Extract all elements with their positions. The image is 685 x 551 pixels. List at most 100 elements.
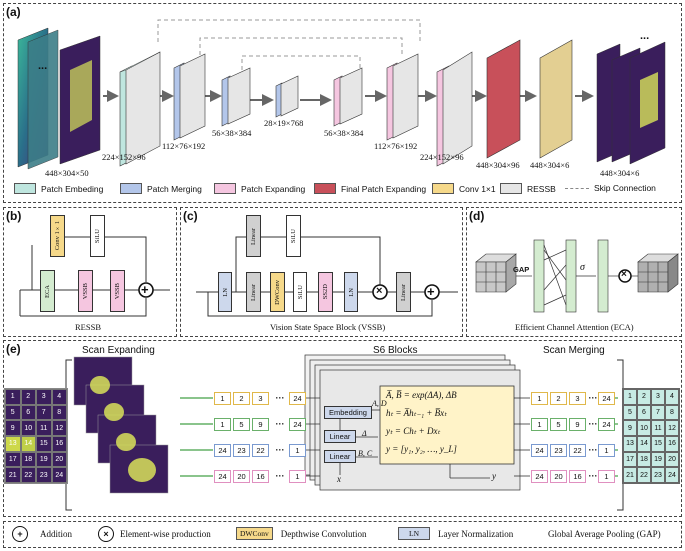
legend-elementwise: × Element-wise production [98, 526, 211, 542]
grid-cell: 20 [665, 451, 679, 468]
seq-dots: ··· [275, 445, 285, 455]
grid-cell: 24 [51, 467, 67, 483]
grid-cell: 1 [623, 389, 637, 405]
c-silu: SiLU [293, 272, 307, 312]
grid-cell: 23 [651, 467, 665, 483]
legend-ressb: RESSB [500, 183, 556, 194]
grid-cell: 6 [20, 404, 36, 421]
b-conv-block: Conv 1×1 [50, 215, 65, 257]
grid-cell: 10 [20, 420, 36, 436]
b-vssb2-block: VSSB [110, 270, 125, 312]
e-output-grid: 1 2 3 4 5 6 7 8 9 10 11 12 13 14 15 16 1… [622, 388, 680, 484]
legend-gap: Global Average Pooling (GAP) [548, 529, 661, 539]
c-caption: Vision State Space Block (VSSB) [270, 322, 386, 332]
grid-cell: 15 [651, 436, 665, 452]
grid-cell: 14 [20, 436, 36, 452]
e-linear1-block: Linear [324, 430, 356, 443]
grid-cell: 19 [651, 451, 665, 468]
dim-2: 112×76×192 [162, 141, 206, 151]
e-input-grid: 1 2 3 4 5 6 7 8 9 10 11 12 13 14 15 16 1… [4, 388, 68, 484]
panel-a-frame [3, 3, 682, 203]
dim-3: 56×38×384 [212, 128, 252, 138]
grid-cell: 7 [651, 404, 665, 421]
grid-cell: 10 [637, 420, 651, 436]
b-caption: RESSB [75, 322, 101, 332]
grid-cell: 2 [637, 389, 651, 405]
panel-e-frame [3, 340, 682, 517]
output-ellipsis: ... [640, 30, 650, 42]
seq-cell: 2 [550, 391, 567, 405]
dim-10: 448×304×6 [600, 168, 640, 178]
seq-cell: 22 [569, 443, 586, 457]
c-linear-out: Linear [396, 272, 411, 312]
dim-5: 56×38×384 [324, 128, 364, 138]
panel-b-frame [3, 207, 177, 337]
e-seq-4: 24 20 16 ··· 1 [214, 469, 308, 483]
panel-b-lines [19, 236, 170, 317]
seq-dots: ··· [588, 393, 598, 403]
input-image-stack [17, 27, 101, 170]
dim-6: 112×76×192 [374, 141, 418, 151]
panel-d-label: (d) [469, 209, 485, 223]
seq-cell: 20 [550, 469, 567, 483]
grid-cell: 9 [623, 420, 637, 436]
legend-patch-expanding: Patch Expanding [214, 183, 305, 194]
seq-cell: 16 [252, 469, 269, 483]
grid-cell: 23 [36, 467, 52, 483]
seq-cell: 24 [289, 391, 306, 405]
e-ad-label: A, D [372, 399, 387, 408]
seq-cell: 24 [289, 417, 306, 431]
seq-cell: 2 [233, 391, 250, 405]
input-ellipsis: ... [38, 60, 48, 72]
grid-cell: 3 [36, 389, 52, 405]
grid-cell: 2 [20, 389, 36, 405]
grid-cell: 8 [665, 404, 679, 421]
legend-swatch [314, 183, 336, 194]
b-silu-block: SiLU [90, 215, 105, 257]
c-ss2d: SS2D [318, 272, 333, 312]
b-vssb1-block: VSSB [78, 270, 93, 312]
seq-cell: 24 [214, 443, 231, 457]
d-sigma-label: σ [580, 262, 585, 273]
c-linear1: Linear [246, 272, 261, 312]
legend-dash-line [565, 187, 589, 189]
seq-cell: 1 [598, 469, 615, 483]
grid-cell: 16 [665, 436, 679, 452]
dim-input: 448×304×50 [45, 168, 89, 178]
grid-cell: 21 [5, 467, 21, 483]
e-out-seq-3: 24 23 22 ··· 1 [531, 443, 617, 457]
e-delta-label: Δ [362, 429, 367, 438]
e-equation-2: hₜ = A̅hₜ₋₁ + B̅xₜ [386, 408, 447, 418]
dim-4: 28×19×768 [264, 118, 304, 128]
seq-dots: ··· [588, 471, 598, 481]
bottom-legend-frame [3, 521, 682, 548]
e-out-seq-1: 1 2 3 ··· 24 [531, 391, 617, 405]
grid-cell: 17 [623, 451, 637, 468]
seq-dots: ··· [275, 471, 285, 481]
grid-cell: 14 [637, 436, 651, 452]
c-linear-top: Linear [246, 215, 261, 257]
seq-cell: 16 [569, 469, 586, 483]
e-scan-expanding-title: Scan Expanding [82, 345, 155, 356]
e-seq-3: 24 23 22 ··· 1 [214, 443, 308, 457]
e-y-label: y [492, 471, 496, 481]
panel-b-label: (b) [6, 209, 22, 223]
grid-cell: 17 [5, 451, 21, 468]
grid-cell: 15 [36, 436, 52, 452]
grid-cell: 24 [665, 467, 679, 483]
seq-dots: ··· [275, 393, 285, 403]
legend-skip-connection: Skip Connection [565, 183, 656, 193]
grid-cell: 19 [36, 451, 52, 468]
seq-cell: 9 [569, 417, 586, 431]
grid-cell: 5 [623, 404, 637, 421]
grid-cell: 12 [51, 420, 67, 436]
grid-cell: 22 [637, 467, 651, 483]
seq-cell: 23 [233, 443, 250, 457]
legend-final-patch-expanding: Final Patch Expanding [314, 183, 426, 194]
legend-conv1x1: Conv 1×1 [432, 183, 496, 194]
e-embedding-block: Embedding [324, 406, 372, 419]
grid-cell: 4 [665, 389, 679, 405]
legend-swatch [432, 183, 454, 194]
seq-cell: 20 [233, 469, 250, 483]
grid-cell: 22 [20, 467, 36, 483]
